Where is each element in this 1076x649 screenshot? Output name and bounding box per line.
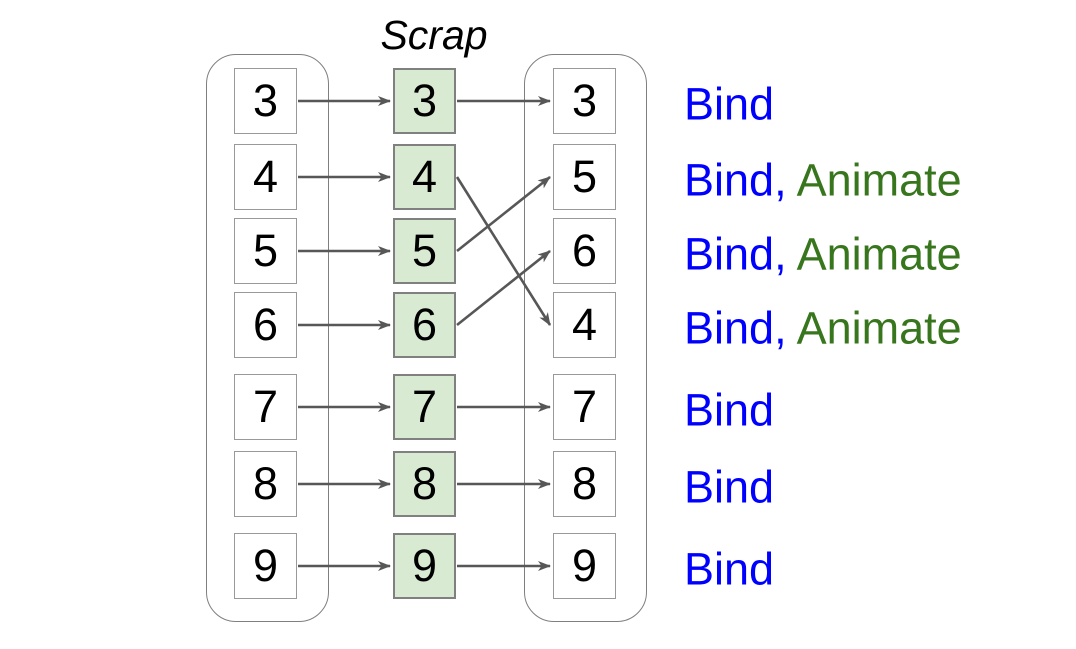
output-box: 4 (553, 292, 616, 358)
bind-label: Bind (684, 78, 775, 130)
scrap-box: 6 (393, 292, 456, 358)
row-label: Bind (684, 388, 774, 433)
row-label: Bind (684, 547, 774, 592)
source-list-container (206, 54, 329, 622)
output-box: 9 (553, 533, 616, 599)
output-box: 7 (553, 374, 616, 440)
animate-label: Animate (786, 228, 962, 280)
source-box: 6 (234, 292, 297, 358)
row-label: Bind (684, 465, 774, 510)
source-box: 4 (234, 144, 297, 210)
source-box: 5 (234, 218, 297, 284)
animate-label: Animate (786, 154, 962, 206)
animate-label: Animate (786, 302, 962, 354)
row-label: Bind, Animate (684, 232, 962, 277)
scrap-box: 7 (393, 374, 456, 440)
scrap-column-title: Scrap (380, 12, 488, 58)
scrap-box: 3 (393, 68, 456, 134)
row-label: Bind (684, 82, 774, 127)
bind-label: Bind, (684, 154, 787, 206)
output-box: 3 (553, 68, 616, 134)
row-label: Bind, Animate (684, 158, 962, 203)
source-box: 3 (234, 68, 297, 134)
bind-label: Bind, (684, 228, 787, 280)
source-box: 9 (234, 533, 297, 599)
scrap-box: 9 (393, 533, 456, 599)
output-box: 6 (553, 218, 616, 284)
scrap-box: 8 (393, 451, 456, 517)
bind-label: Bind (684, 461, 775, 513)
output-box: 5 (553, 144, 616, 210)
row-label: Bind, Animate (684, 306, 962, 351)
bind-label: Bind (684, 543, 775, 595)
output-box: 8 (553, 451, 616, 517)
scrap-box: 4 (393, 144, 456, 210)
bind-label: Bind, (684, 302, 787, 354)
scrap-box: 5 (393, 218, 456, 284)
output-list-container (524, 54, 647, 622)
source-box: 8 (234, 451, 297, 517)
bind-label: Bind (684, 384, 775, 436)
source-box: 7 (234, 374, 297, 440)
